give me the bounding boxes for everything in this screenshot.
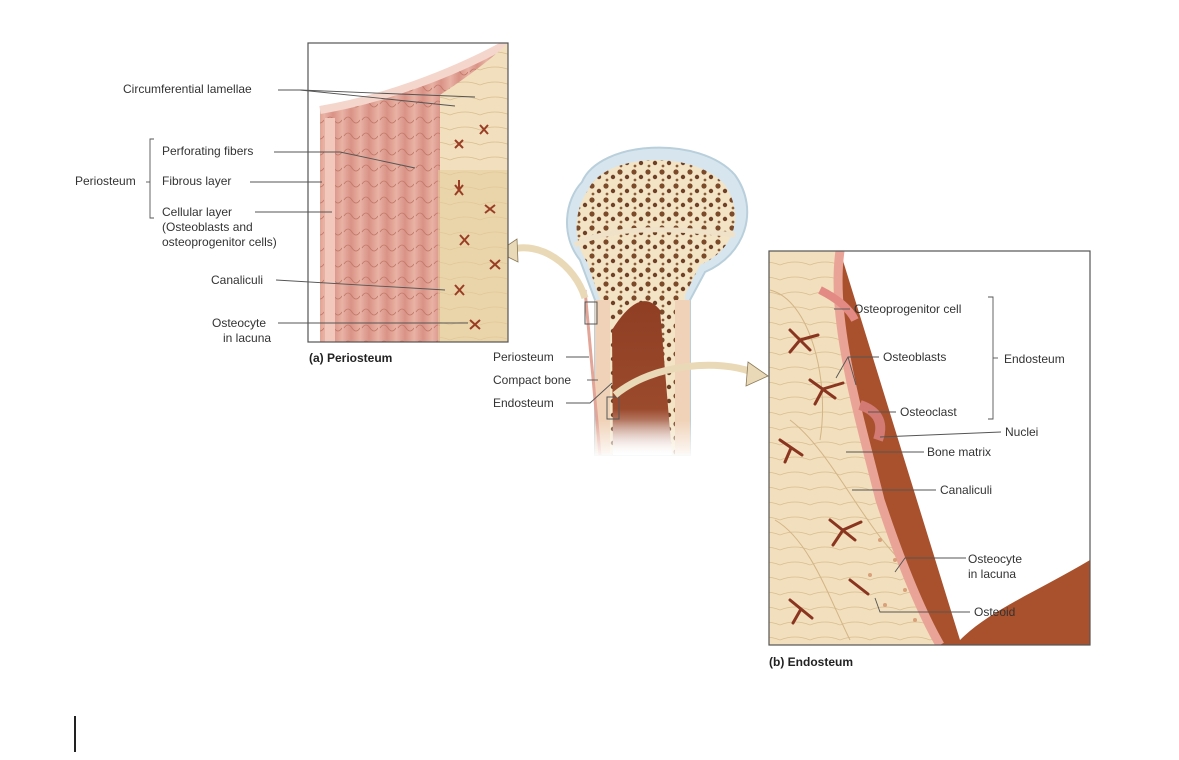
endosteum-leaders bbox=[834, 296, 1002, 613]
endosteum-panel-frame bbox=[768, 250, 1091, 646]
label-lacuna-a: in lacuna bbox=[223, 331, 272, 345]
label-cellular-layer: Cellular layer bbox=[162, 205, 233, 219]
label-canaliculi-b: Canaliculi bbox=[940, 483, 993, 497]
periosteum-leaders bbox=[146, 89, 476, 324]
label-perforating-fibers: Perforating fibers bbox=[162, 144, 254, 158]
bone-center-leaders bbox=[566, 356, 613, 404]
label-cellular-layer-line2: (Osteoblasts and bbox=[162, 220, 253, 234]
long-bone-illustration bbox=[566, 146, 749, 460]
label-periosteum-group: Periosteum bbox=[75, 174, 136, 188]
caption-endosteum: (b) Endosteum bbox=[769, 655, 853, 669]
label-compact-bone: Compact bone bbox=[493, 373, 572, 387]
label-nuclei: Nuclei bbox=[1005, 425, 1039, 439]
caption-periosteum: (a) Periosteum bbox=[309, 351, 393, 365]
endosteum-panel-art bbox=[769, 251, 1090, 645]
label-osteoclast: Osteoclast bbox=[900, 405, 957, 419]
label-osteoprogenitor-cell: Osteoprogenitor cell bbox=[854, 302, 962, 316]
label-bone-matrix: Bone matrix bbox=[927, 445, 992, 459]
text-cursor bbox=[74, 716, 76, 752]
label-osteocyte-b: Osteocyte bbox=[968, 552, 1023, 566]
arrow-to-endosteum bbox=[612, 361, 754, 398]
label-osteoid: Osteoid bbox=[974, 605, 1016, 619]
label-periosteum-center: Periosteum bbox=[493, 350, 554, 364]
label-fibrous-layer: Fibrous layer bbox=[162, 174, 232, 188]
arrow-to-periosteum bbox=[508, 244, 589, 300]
label-osteocyte-a: Osteocyte bbox=[212, 316, 267, 330]
label-circumferential-lamellae: Circumferential lamellae bbox=[123, 82, 252, 96]
label-osteoblasts: Osteoblasts bbox=[883, 350, 947, 364]
label-cellular-layer-line3: osteoprogenitor cells) bbox=[162, 235, 277, 249]
label-endosteum-group: Endosteum bbox=[1004, 352, 1065, 366]
periosteum-panel-art bbox=[308, 43, 508, 342]
label-endosteum-center: Endosteum bbox=[493, 396, 554, 410]
label-canaliculi-a: Canaliculi bbox=[211, 273, 264, 287]
label-lacuna-b: in lacuna bbox=[968, 567, 1017, 581]
periosteum-panel-frame bbox=[307, 42, 509, 343]
